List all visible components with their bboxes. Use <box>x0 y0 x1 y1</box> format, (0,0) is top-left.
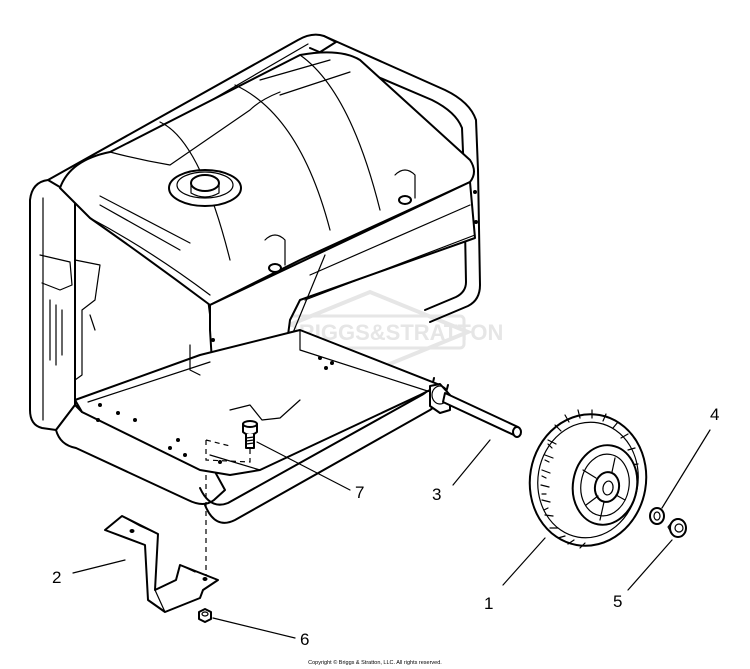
callout-4: 4 <box>710 405 719 424</box>
bolt <box>242 420 258 449</box>
left-end-panel <box>39 254 101 381</box>
assembly-guide-lines <box>205 439 251 580</box>
wheel <box>528 409 648 549</box>
callout-2: 2 <box>52 568 61 587</box>
hub-cap <box>667 518 687 538</box>
callout-3: 3 <box>432 485 441 504</box>
leader-lines <box>72 429 711 639</box>
fuel-tank <box>59 51 475 306</box>
callout-5: 5 <box>613 592 622 611</box>
foot-bracket <box>104 515 219 613</box>
base-pan <box>74 329 441 476</box>
copyright-notice: Copyright © Briggs & Stratton, LLC. All … <box>308 659 442 666</box>
washer <box>649 507 665 525</box>
nut <box>198 608 212 623</box>
callout-6: 6 <box>300 630 309 649</box>
callout-1: 1 <box>484 594 493 613</box>
callout-7: 7 <box>355 483 364 502</box>
axle <box>442 392 522 438</box>
